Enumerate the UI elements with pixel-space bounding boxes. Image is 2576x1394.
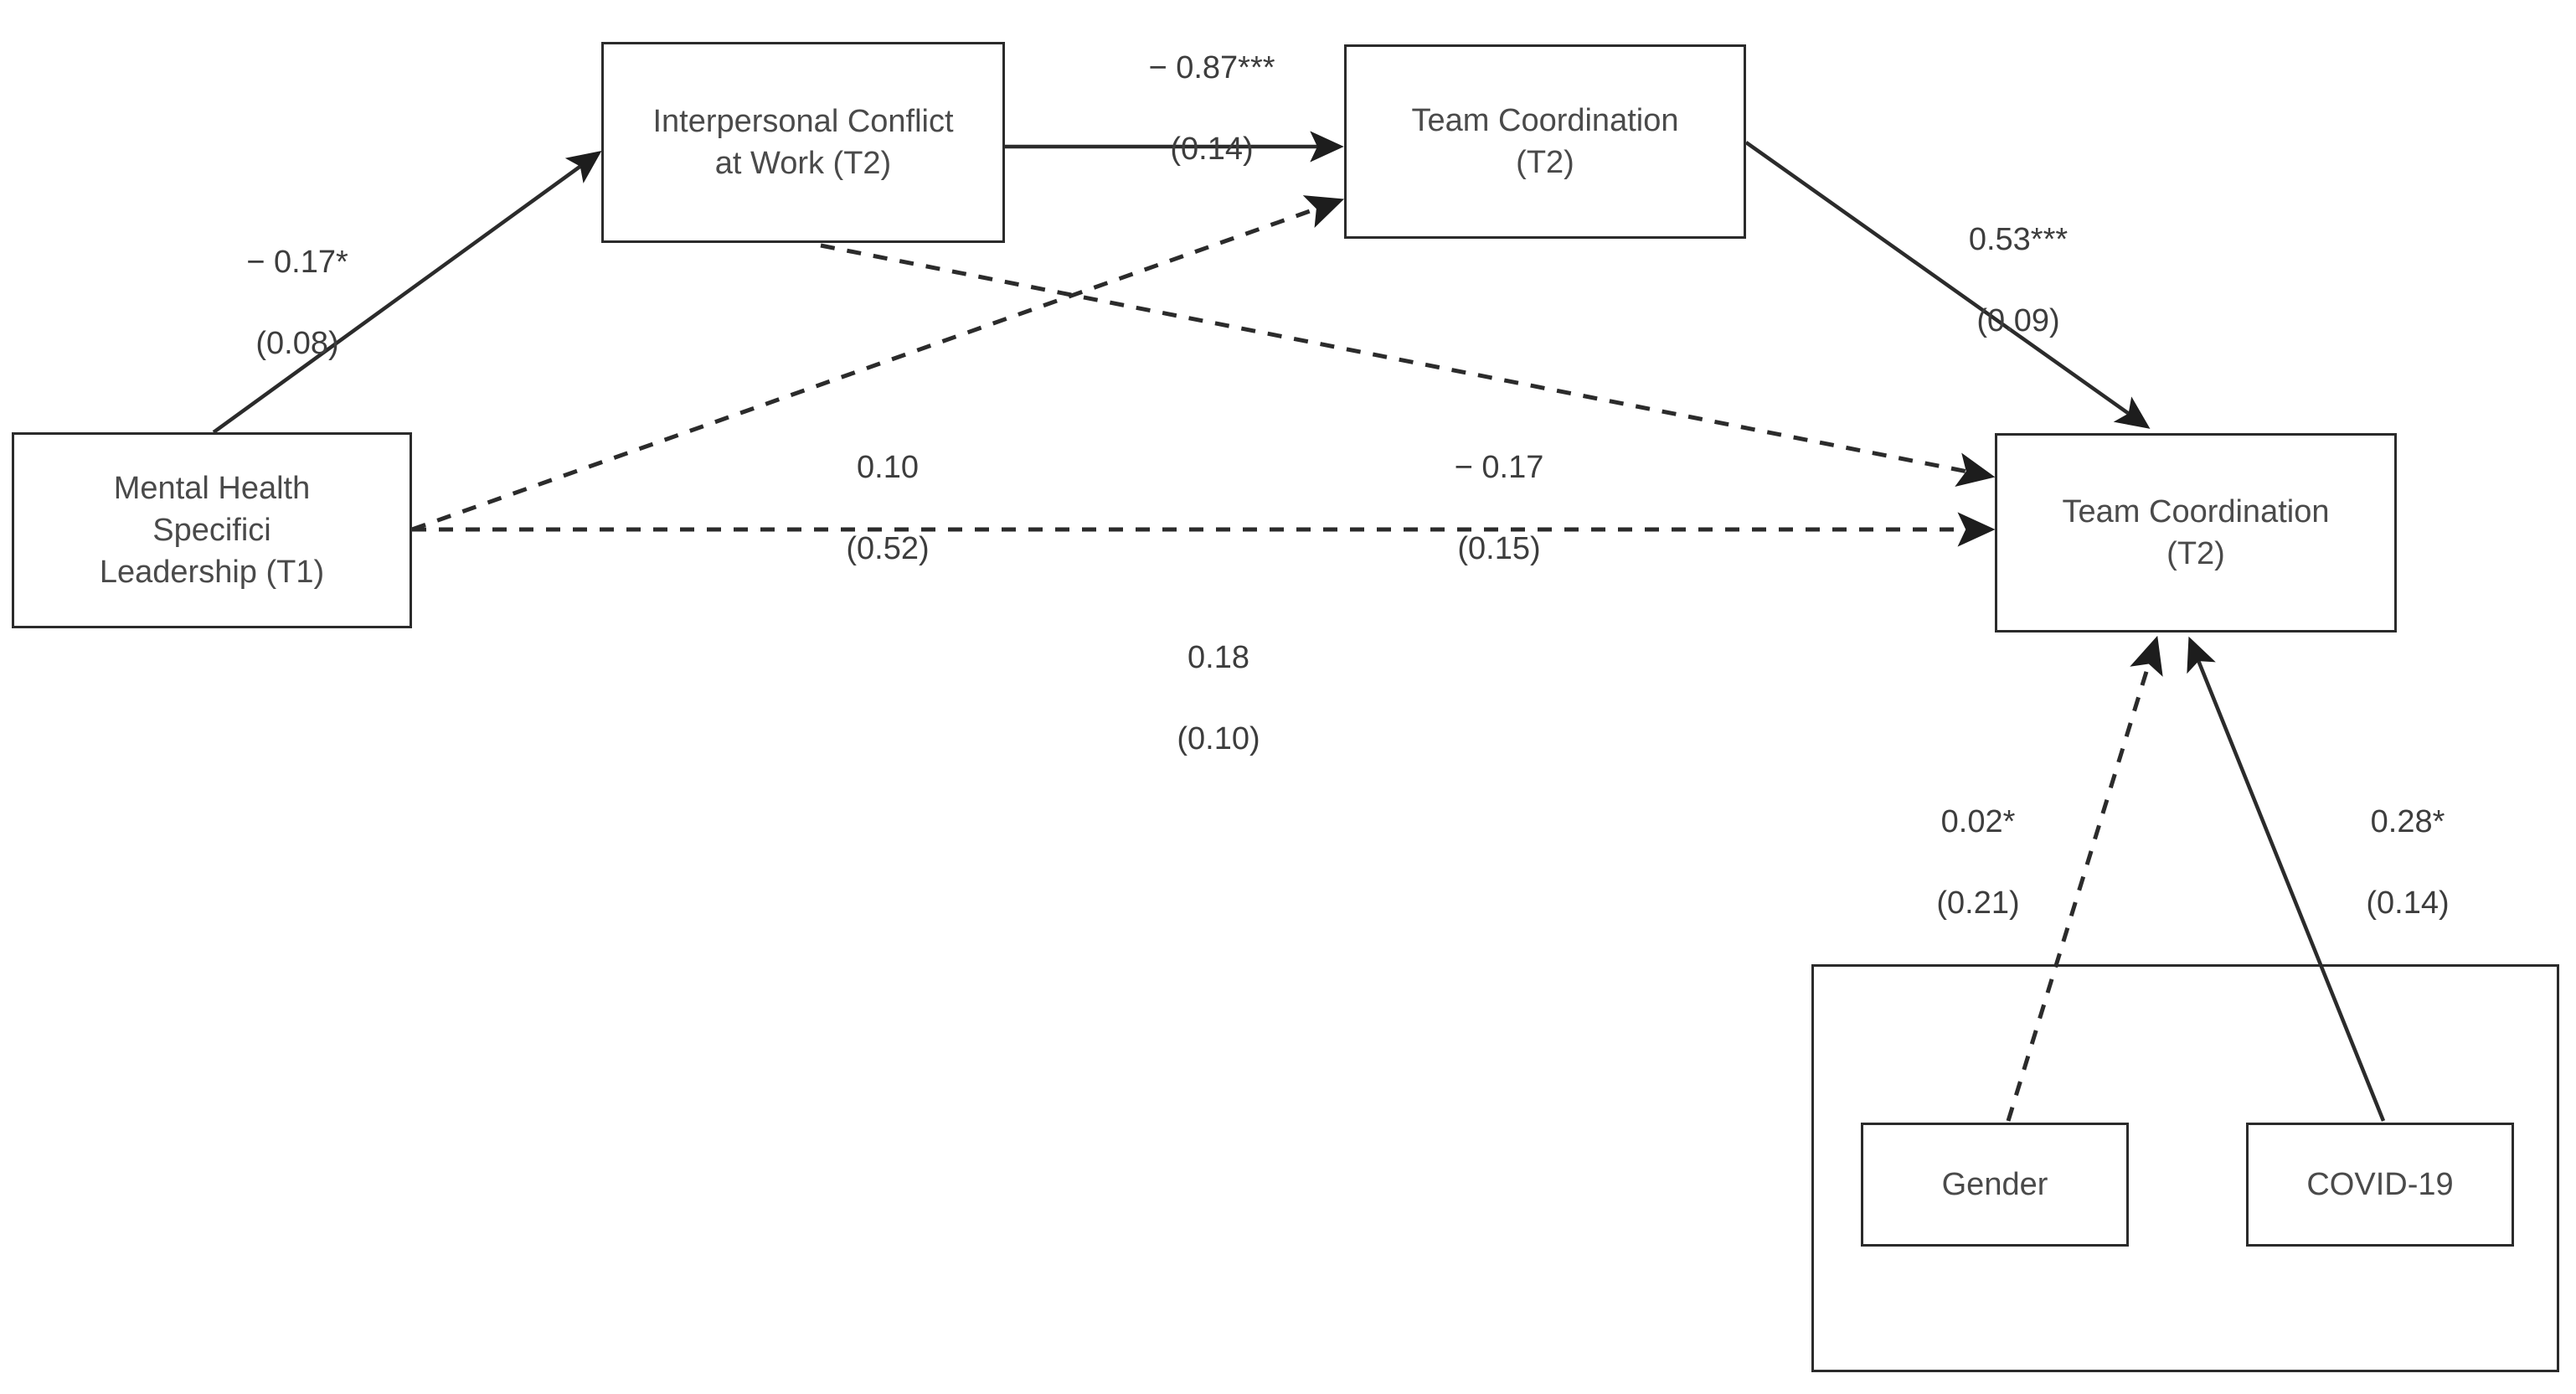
path-label-mhl-to-conflict: − 0.17* (0.08): [205, 201, 389, 405]
path-se-conflict-to-teamcoord-top: (0.14): [1170, 131, 1254, 167]
node-mental-health-leadership[interactable]: Mental Health Specifici Leadership (T1): [12, 432, 412, 628]
edge-teamcoordtop-to-teamcoordright: [1744, 141, 2151, 429]
path-coef-conflict-to-teamcoord-right: − 0.17: [1454, 449, 1544, 485]
path-se-mhl-to-conflict: (0.08): [255, 325, 339, 361]
path-se-teamcoordtop-to-teamcoordright: (0.09): [1976, 302, 2060, 338]
node-label-gender: Gender: [1941, 1166, 2048, 1202]
edge-conflict-to-teamcoord-right: [820, 243, 1996, 487]
path-coef-gender-to-teamcoord-right: 0.02*: [1940, 803, 2016, 839]
node-team-coordination-right[interactable]: Team Coordination (T2): [1995, 433, 2397, 632]
path-se-gender-to-teamcoord-right: (0.21): [1936, 885, 2020, 921]
edge-covid-to-teamcoord-right: [2187, 636, 2386, 1122]
path-coef-teamcoordtop-to-teamcoordright: 0.53***: [1968, 221, 2069, 257]
edge-mhl-to-conflict: [212, 151, 602, 434]
node-interpersonal-conflict[interactable]: Interpersonal Conflict at Work (T2): [601, 42, 1005, 243]
path-coef-covid-to-teamcoord-right: 0.28*: [2370, 803, 2445, 839]
path-coef-conflict-to-teamcoord-top: − 0.87***: [1148, 49, 1275, 85]
path-label-gender-to-teamcoord-right: 0.02* (0.21): [1894, 761, 2062, 964]
path-label-teamcoordtop-to-teamcoordright: 0.53*** (0.09): [1926, 178, 2110, 382]
controls-group-container: [1811, 964, 2559, 1372]
node-label-team-coordination-top: Team Coordination (T2): [1411, 102, 1679, 180]
node-label-covid19: COVID-19: [2306, 1166, 2454, 1202]
node-gender[interactable]: Gender: [1861, 1123, 2129, 1247]
edge-mhl-to-teamcoord-top: [411, 195, 1345, 532]
path-se-mhl-to-teamcoord-right: (0.10): [1177, 720, 1260, 756]
path-coef-mhl-to-teamcoord-top: 0.10: [857, 449, 919, 485]
edge-gender-to-teamcoord-right: [2006, 635, 2163, 1122]
path-label-conflict-to-teamcoord-right: − 0.17 (0.15): [1407, 406, 1591, 610]
node-covid19[interactable]: COVID-19: [2246, 1123, 2514, 1247]
node-label-mental-health-leadership: Mental Health Specifici Leadership (T1): [99, 470, 325, 591]
path-se-conflict-to-teamcoord-right: (0.15): [1457, 530, 1541, 566]
node-label-interpersonal-conflict: Interpersonal Conflict at Work (T2): [652, 103, 954, 181]
path-se-covid-to-teamcoord-right: (0.14): [2366, 885, 2450, 921]
node-label-team-coordination-right: Team Coordination (T2): [2062, 493, 2330, 571]
node-team-coordination-top[interactable]: Team Coordination (T2): [1344, 44, 1746, 239]
path-coef-mhl-to-conflict: − 0.17*: [246, 244, 348, 280]
path-label-conflict-to-teamcoord-top: − 0.87*** (0.14): [1107, 7, 1316, 210]
path-se-mhl-to-teamcoord-top: (0.52): [846, 530, 930, 566]
path-coef-mhl-to-teamcoord-right: 0.18: [1188, 639, 1249, 675]
path-label-mhl-to-teamcoord-top: 0.10 (0.52): [796, 406, 980, 610]
path-label-covid-to-teamcoord-right: 0.28* (0.14): [2324, 761, 2491, 964]
path-label-mhl-to-teamcoord-right: 0.18 (0.10): [1126, 596, 1311, 800]
